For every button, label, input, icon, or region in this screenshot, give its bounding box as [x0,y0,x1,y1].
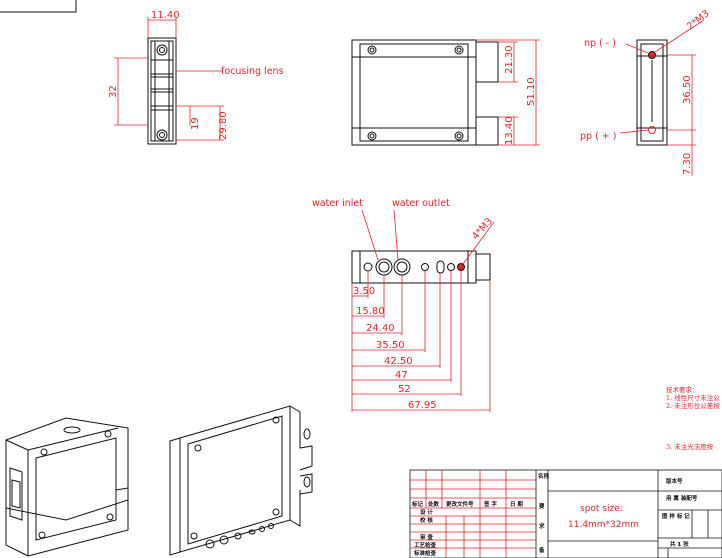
iso-view-front [5,417,129,557]
label-np: np ( - ) [584,38,616,49]
side-view [636,39,668,146]
dim-h-0: 3.50 [353,286,375,297]
tb-req-label-2: 求 [539,522,545,530]
front-view [147,37,177,145]
tb-req-label: 要 [539,502,545,510]
tb-header-doc: 更改文件号 [446,500,474,508]
tb-row-standard: 标准检查 [413,549,437,557]
tb-row-review: 审 查 [420,533,433,541]
dim-side-7: 7.30 [682,153,693,175]
tb-header-sign: 签 字 [483,500,497,508]
dim-lower-19: 19 [190,117,201,130]
pp-terminal [648,126,656,134]
tech-note-3: 3. 未注光洁度按 [666,442,714,451]
tb-part-no: 用 属 装配号 [665,494,698,502]
tb-name-label: 名称 [538,472,550,480]
dim-top-width: 11.40 [151,10,180,21]
label-pp: pp ( + ) [580,131,617,142]
tech-title: 技术要求： [666,385,699,394]
dim-mid-13: 13.40 [504,116,515,145]
spec-value: 11.4mm*32mm [568,520,639,530]
dim-side-36: 36.50 [682,75,693,104]
bottom-view [351,250,491,284]
dim-h-5: 47 [395,370,408,381]
spec-title: spot size: [580,504,623,514]
title-block: 标记 处数 更改文件号 签 字 日 期 设 计 校 核 审 查 工艺检查 标准检… [409,469,722,558]
tb-note-label: 备 [538,546,545,554]
tb-header-mark: 标记 [411,500,424,508]
label-water-inlet: water inlet [312,198,363,209]
tb-row-check: 校 核 [420,516,433,524]
dim-h-1: 15.80 [356,306,385,317]
dim-h-3: 35.50 [376,340,405,351]
tb-drawing-mark: 图 样 标 记 [662,512,690,520]
dim-h-6: 52 [398,384,411,395]
tb-header-date: 日 期 [510,500,523,508]
dim-h-7: 67.95 [408,400,437,411]
tb-sheets: 共 1 张 [670,540,689,548]
tb-header-count: 处数 [427,500,440,508]
tb-row-design: 设 计 [420,508,433,516]
border-fragment [0,0,77,13]
plan-view [351,39,499,146]
dim-h-2: 24.40 [366,323,395,334]
dim-left-height: 32 [108,85,119,98]
tb-row-process: 工艺检查 [414,541,437,549]
label-focusing-lens: focusing lens [221,66,284,77]
dim-mid-51: 51.10 [526,77,537,106]
tb-version: 版本号 [665,477,683,485]
dim-h-4: 42.50 [384,356,413,367]
label-2m3: 2*M3 [685,8,712,32]
dim-mid-21: 21.30 [504,45,515,74]
m3-hole [457,263,465,271]
iso-view-back [169,405,313,556]
label-water-outlet: water outlet [392,198,450,209]
dim-lower-29: 29.80 [218,111,229,140]
tech-note-1: 1. 线性尺寸未注公 [666,393,720,402]
np-terminal [648,51,656,59]
tech-note-2: 2. 未注形位公差按 [666,401,720,410]
